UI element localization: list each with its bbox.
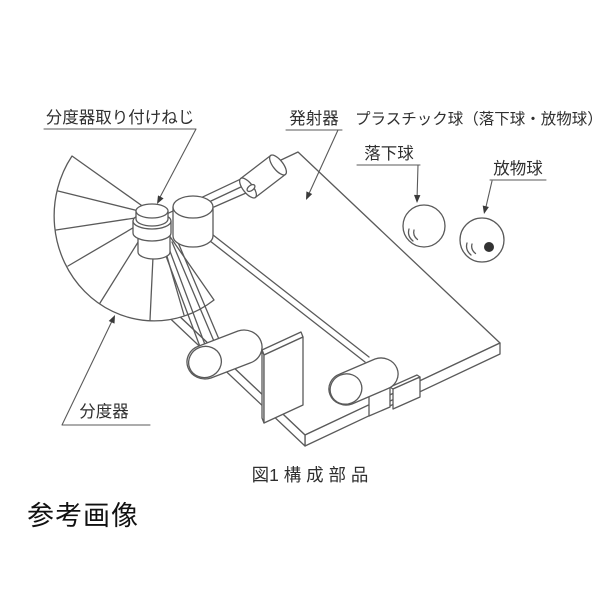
protractor-screw: [132, 203, 172, 260]
barrel-sleeve: [238, 154, 288, 199]
figure-caption: 図1 構 成 部 品: [252, 465, 369, 485]
plate-bracket: [261, 331, 304, 424]
label-projectile-ball: 放物球: [493, 159, 543, 178]
launcher-grip-cylinder: [186, 329, 263, 380]
leader-lines: [43, 128, 547, 426]
stopper-cylinder: [328, 357, 399, 406]
leader-projectile-ball: [484, 179, 547, 212]
projectile-ball: [459, 217, 505, 263]
protractor: [53, 155, 215, 322]
page-label: 参考画像: [27, 501, 139, 531]
label-launcher: 発射器: [289, 109, 339, 128]
pivot-cylinder: [172, 195, 214, 248]
label-plastic-balls: プラスチック球（落下球・放物球）: [355, 110, 600, 128]
launch-rail: [195, 223, 370, 363]
protractor-scale-lines: [55, 190, 185, 321]
piston-rod: [210, 185, 247, 208]
drop-ball: [402, 204, 446, 248]
leader-drop-ball: [356, 164, 421, 201]
ball-mark-dot: [484, 242, 494, 252]
rod-tip: [246, 183, 256, 193]
leader-launcher: [285, 129, 343, 199]
leader-protractor: [61, 318, 151, 426]
label-drop-ball: 落下球: [364, 144, 414, 163]
leader-protractor-screw: [43, 128, 197, 202]
support-rods: [159, 237, 222, 353]
label-protractor: 分度器: [79, 402, 129, 421]
label-protractor-screw: 分度器取り付けねじ: [46, 108, 195, 127]
leader-arrowheads: [108, 191, 489, 324]
